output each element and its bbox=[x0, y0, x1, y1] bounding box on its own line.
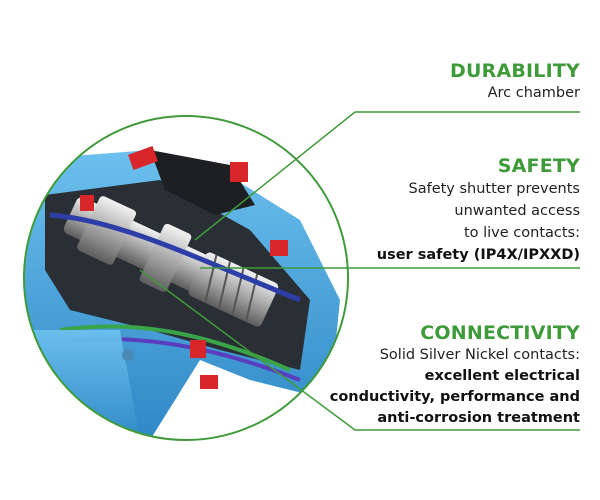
connectivity-line-3: conductivity, performance and bbox=[329, 389, 580, 405]
latch-red-5 bbox=[80, 195, 94, 211]
cap-shape bbox=[150, 150, 255, 215]
leader-line-connectivity bbox=[139, 269, 580, 431]
magnifier-circle bbox=[23, 115, 349, 441]
durability-line-1: Arc chamber bbox=[487, 85, 580, 101]
safety-heading: SAFETY bbox=[497, 155, 580, 177]
wire-blue bbox=[49, 212, 301, 303]
safety-line-1: Safety shutter prevents bbox=[408, 181, 581, 197]
handle-shape bbox=[24, 330, 140, 440]
connectivity-line-4: anti-corrosion treatment bbox=[377, 410, 580, 426]
safety-line-3: to live contacts: bbox=[463, 225, 580, 241]
connectivity-line-2: excellent electrical bbox=[424, 368, 580, 384]
safety-line-2: unwanted access bbox=[454, 203, 580, 219]
durability-heading: DURABILITY bbox=[450, 60, 580, 82]
leader-line-durability bbox=[194, 111, 580, 241]
connectivity-line-1: Solid Silver Nickel contacts: bbox=[379, 347, 580, 363]
safety-line-4: user safety (IP4X/IPXXD) bbox=[376, 247, 580, 263]
latch-red-4 bbox=[190, 340, 206, 358]
cutaway-contents bbox=[24, 116, 348, 440]
latch-red-6 bbox=[200, 375, 218, 389]
latch-red-2 bbox=[230, 162, 248, 182]
connectivity-heading: CONNECTIVITY bbox=[420, 322, 580, 344]
latch-red-1 bbox=[128, 146, 158, 170]
latch-red-3 bbox=[270, 240, 288, 256]
screw bbox=[122, 349, 134, 361]
